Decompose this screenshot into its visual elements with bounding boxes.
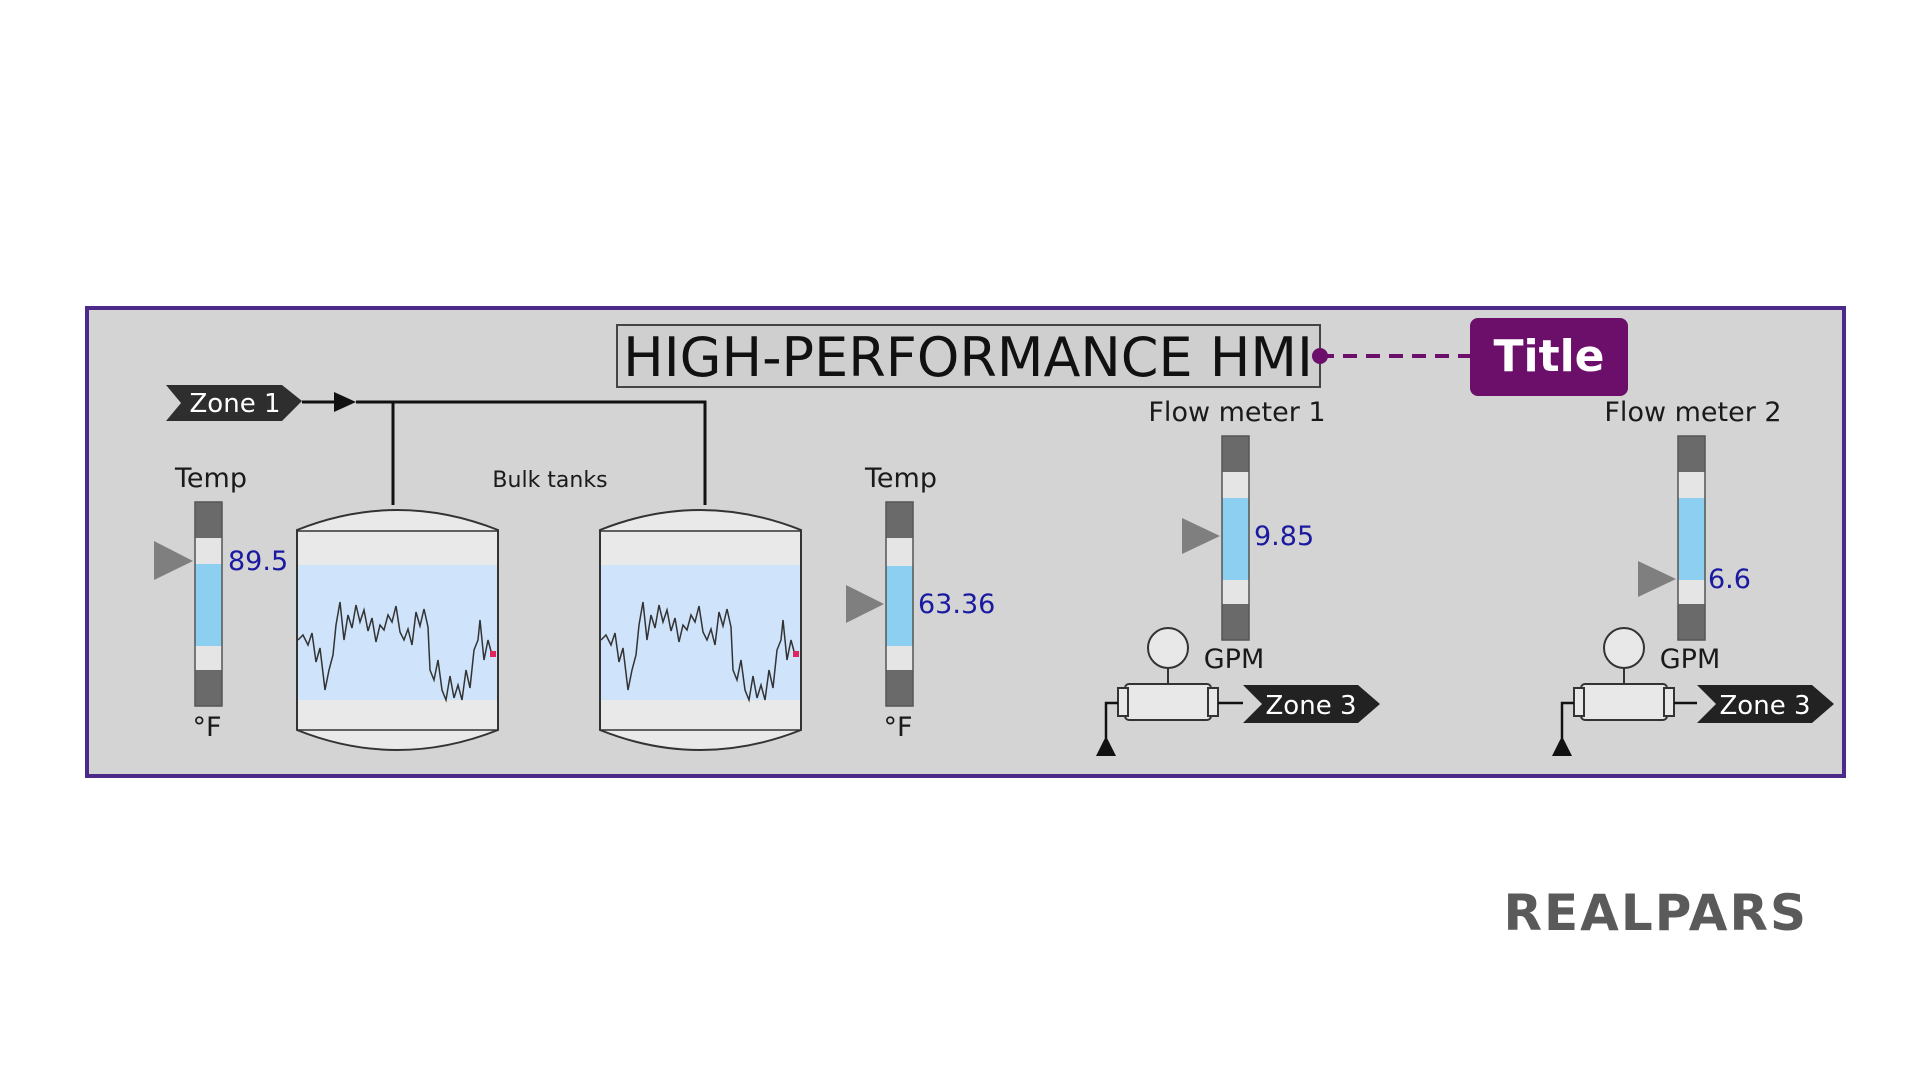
flow-2-ground-icon [1552, 736, 1572, 756]
header-pipe [356, 400, 707, 505]
tank-1-trend-marker [490, 651, 496, 657]
flow-1-pipe-in [1104, 701, 1118, 738]
temp-2-gauge[interactable] [885, 501, 914, 707]
flow-2-unit: GPM [1660, 644, 1721, 675]
callout-box [1470, 318, 1628, 396]
flow-1-zone-tag[interactable] [1243, 685, 1380, 723]
tank-1-trend [297, 601, 493, 703]
tank-1-level [298, 565, 497, 700]
bulk-tanks-label: Bulk tanks [492, 468, 607, 493]
temp-1-gauge[interactable] [194, 501, 223, 707]
flow-1-pointer-icon [1182, 518, 1220, 554]
flow-arrow-icon [334, 392, 356, 412]
temp-1-label: Temp [174, 463, 247, 494]
callout-label: Title [1493, 331, 1604, 382]
temp-2-bar-fill [886, 566, 913, 646]
temp-1-pointer-icon [154, 541, 193, 580]
flow-2-value: 6.6 [1708, 564, 1751, 595]
flow-1-label: Flow meter 1 [1148, 397, 1325, 428]
flow-1-gauge[interactable] [1221, 435, 1250, 641]
temp-2-value: 63.36 [918, 589, 995, 620]
tank-2[interactable] [599, 509, 802, 751]
flow-1-unit: GPM [1204, 644, 1265, 675]
tank-2-trend [600, 601, 796, 703]
flow-2-pointer-icon [1638, 561, 1676, 597]
flow-2-zone-label: Zone 3 [1720, 691, 1811, 721]
flow-1-ground-icon [1096, 736, 1116, 756]
zone-1-label: Zone 1 [190, 389, 281, 419]
callout-dot [1312, 348, 1328, 364]
flow-1-bar-fill [1222, 498, 1249, 580]
hmi-title: HIGH-PERFORMANCE HMI [623, 326, 1313, 389]
zone-1-tag[interactable] [166, 385, 302, 421]
temp-1-bar-fill [195, 564, 222, 646]
tank-2-trend-marker [793, 651, 799, 657]
title-box [616, 324, 1321, 388]
flow-1-zone-label: Zone 3 [1266, 691, 1357, 721]
flow-2-pipe-in [1560, 701, 1574, 738]
temp-2-unit: °F [883, 712, 912, 743]
tank-2-level [601, 565, 800, 700]
tank-1[interactable] [296, 509, 499, 751]
temp-2-label: Temp [864, 463, 937, 494]
temp-2-pointer-icon [846, 585, 884, 623]
temp-1-unit: °F [192, 712, 221, 743]
flow-2-zone-tag[interactable] [1697, 685, 1834, 723]
temp-1-value: 89.5 [228, 546, 288, 577]
flow-2-gauge[interactable] [1677, 435, 1706, 641]
brand-logo: REALPARS [1504, 884, 1808, 942]
flow-2-label: Flow meter 2 [1604, 397, 1781, 428]
flow-1-value: 9.85 [1254, 521, 1314, 552]
flow-2-bar-fill [1678, 498, 1705, 580]
